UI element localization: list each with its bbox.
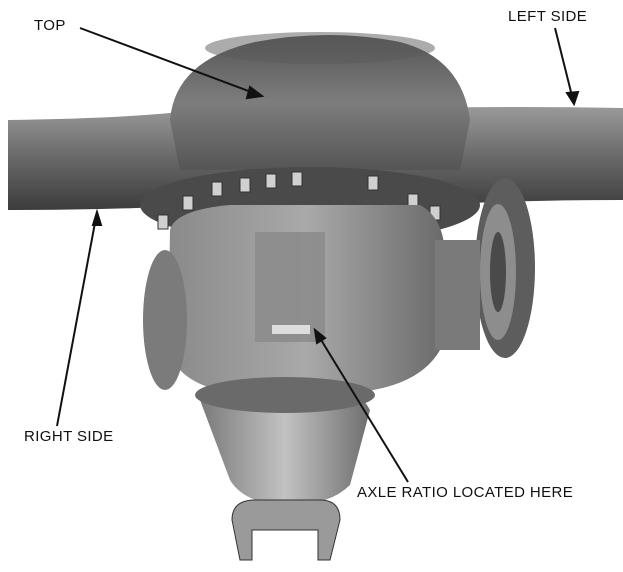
pinion-yoke <box>231 499 341 561</box>
callout-top: TOP <box>34 17 66 34</box>
brake-drum <box>435 178 535 358</box>
flange-bolts <box>157 171 441 230</box>
housing-dome <box>170 35 470 170</box>
callout-axle-ratio: AXLE RATIO LOCATED HERE <box>357 484 574 501</box>
leader-lines <box>56 27 580 483</box>
pinion-housing <box>200 384 370 505</box>
callout-right-side: RIGHT SIDE <box>24 428 114 445</box>
callout-left-side: LEFT SIDE <box>508 8 588 25</box>
carrier-side-left <box>143 250 187 390</box>
